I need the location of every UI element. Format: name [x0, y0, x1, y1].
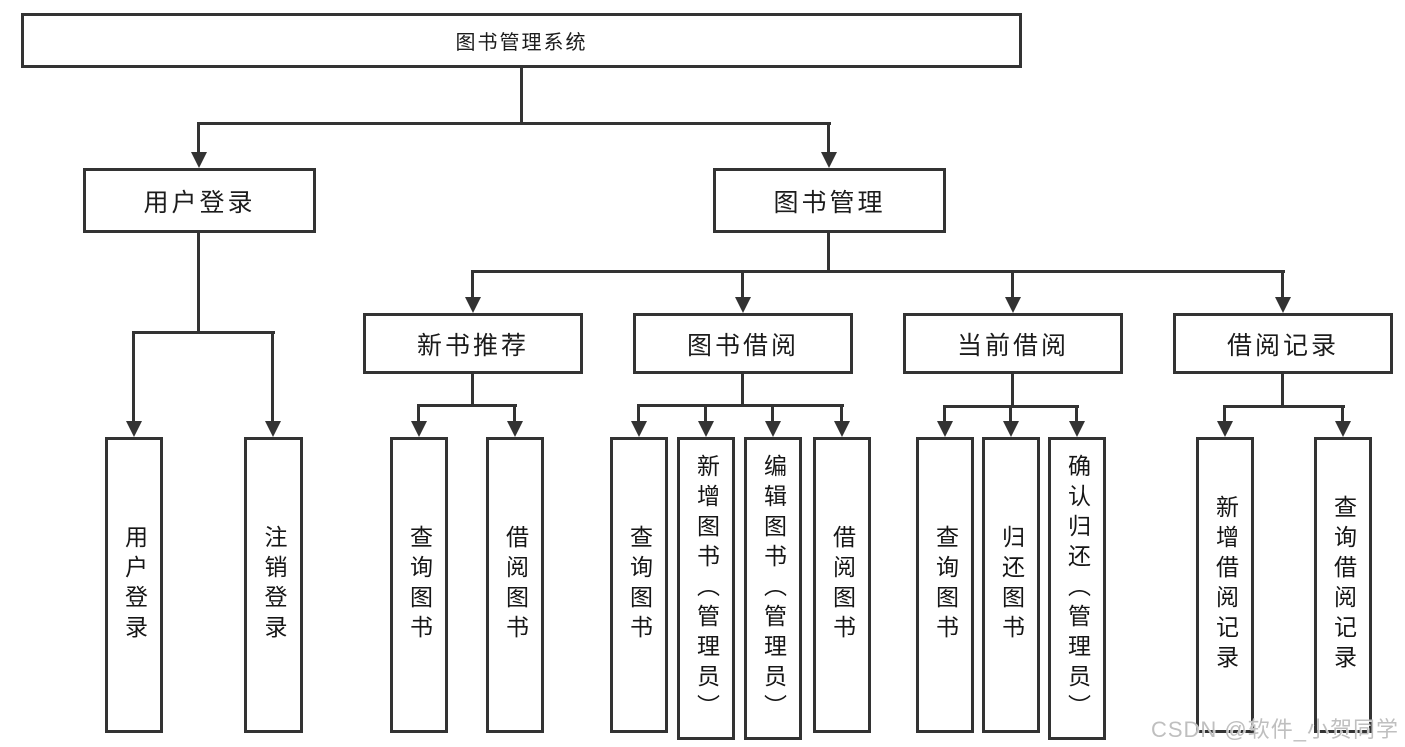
- leaf-user-login: 用户登录: [105, 437, 163, 733]
- arrowhead-down-icon: [1069, 421, 1085, 437]
- connector-line: [471, 372, 474, 407]
- connector-line: [741, 372, 744, 407]
- arrowhead-down-icon: [821, 152, 837, 168]
- connector-line: [827, 231, 830, 273]
- connector-line: [1011, 270, 1014, 299]
- leaf-borrow-books-2: 借阅图书: [813, 437, 871, 733]
- connector-line: [827, 122, 830, 154]
- connector-line: [1281, 270, 1284, 299]
- connector-line: [840, 404, 843, 423]
- node-book-borrowing: 图书借阅: [633, 313, 853, 374]
- connector-line: [1009, 405, 1012, 423]
- connector-line: [1223, 405, 1226, 423]
- node-borrowing-records: 借阅记录: [1173, 313, 1393, 374]
- arrowhead-down-icon: [1217, 421, 1233, 437]
- leaf-add-borrow-record: 新增借阅记录: [1196, 437, 1254, 733]
- node-user-login: 用户登录: [83, 168, 316, 233]
- leaf-logout-login: 注销登录: [244, 437, 303, 733]
- connector-line: [943, 405, 946, 423]
- leaf-query-borrow-record: 查询借阅记录: [1314, 437, 1372, 733]
- connector-line: [133, 331, 275, 334]
- connector-line: [471, 270, 474, 299]
- connector-line: [197, 231, 200, 334]
- node-book-management: 图书管理: [713, 168, 946, 233]
- leaf-edit-books-admin: 编辑图书（管理员）: [744, 437, 802, 740]
- connector-line: [417, 404, 420, 423]
- leaf-query-books: 查询图书: [390, 437, 448, 733]
- connector-line: [1075, 405, 1078, 423]
- node-new-book-recommend: 新书推荐: [363, 313, 583, 374]
- connector-line: [197, 122, 200, 154]
- node-library-management-system: 图书管理系统: [21, 13, 1022, 68]
- arrowhead-down-icon: [411, 421, 427, 437]
- leaf-query-books-3: 查询图书: [916, 437, 974, 733]
- leaf-add-books-admin: 新增图书（管理员）: [677, 437, 735, 740]
- arrowhead-down-icon: [834, 421, 850, 437]
- connector-line: [1281, 372, 1284, 408]
- connector-line: [771, 404, 774, 423]
- arrowhead-down-icon: [631, 421, 647, 437]
- connector-line: [1224, 405, 1345, 408]
- node-current-borrowing: 当前借阅: [903, 313, 1123, 374]
- arrowhead-down-icon: [1003, 421, 1019, 437]
- arrowhead-down-icon: [735, 297, 751, 313]
- arrowhead-down-icon: [465, 297, 481, 313]
- connector-line: [472, 270, 1285, 273]
- leaf-query-books-2: 查询图书: [610, 437, 668, 733]
- arrowhead-down-icon: [191, 152, 207, 168]
- arrowhead-down-icon: [507, 421, 523, 437]
- connector-line: [1011, 372, 1014, 408]
- arrowhead-down-icon: [698, 421, 714, 437]
- connector-line: [741, 270, 744, 299]
- connector-line: [418, 404, 517, 407]
- arrowhead-down-icon: [1335, 421, 1351, 437]
- connector-line: [520, 66, 523, 125]
- connector-line: [637, 404, 640, 423]
- arrowhead-down-icon: [265, 421, 281, 437]
- connector-line: [638, 404, 844, 407]
- leaf-confirm-return-admin: 确认归还（管理员）: [1048, 437, 1106, 740]
- leaf-return-books: 归还图书: [982, 437, 1040, 733]
- arrowhead-down-icon: [765, 421, 781, 437]
- arrowhead-down-icon: [1005, 297, 1021, 313]
- connector-line: [271, 331, 274, 423]
- connector-line: [198, 122, 831, 125]
- connector-line: [513, 404, 516, 423]
- watermark: CSDN @软件_小贺同学: [1150, 717, 1399, 742]
- leaf-borrow-books: 借阅图书: [486, 437, 544, 733]
- connector-line: [704, 404, 707, 423]
- connector-line: [1341, 405, 1344, 423]
- arrowhead-down-icon: [1275, 297, 1291, 313]
- connector-line: [132, 331, 135, 423]
- arrowhead-down-icon: [937, 421, 953, 437]
- arrowhead-down-icon: [126, 421, 142, 437]
